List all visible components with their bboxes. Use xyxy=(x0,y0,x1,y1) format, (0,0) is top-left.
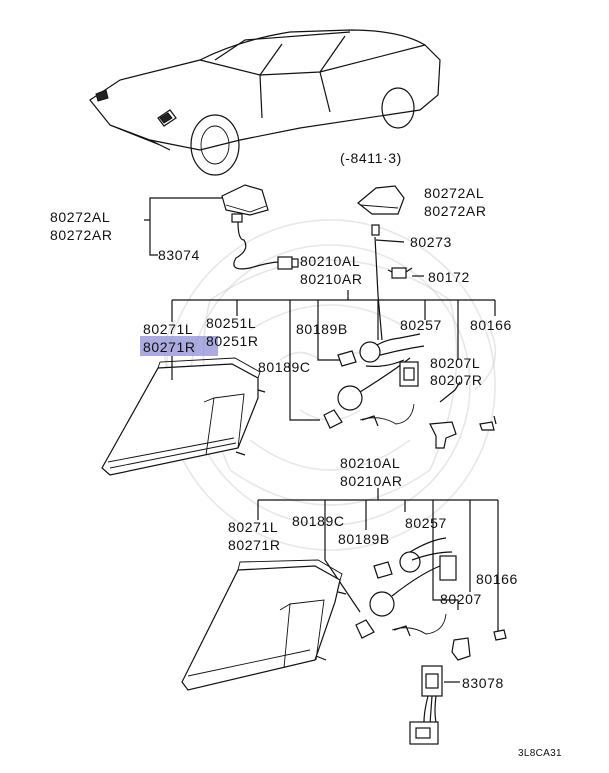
label-80189c-top[interactable]: 80189C xyxy=(258,359,311,375)
label-80207l[interactable]: 80207L xyxy=(430,355,480,371)
leader-lines-top xyxy=(144,197,496,421)
label-80271l-top[interactable]: 80271L xyxy=(143,321,193,337)
part-number-labels: 80272AL 80272AR 83074 80272AL 80272AR 80… xyxy=(50,185,518,691)
label-80273[interactable]: 80273 xyxy=(410,234,452,250)
label-80207r[interactable]: 80207R xyxy=(430,372,483,388)
label-83074[interactable]: 83074 xyxy=(158,247,200,263)
label-80189b-top[interactable]: 80189B xyxy=(296,321,348,337)
clip-80172 xyxy=(387,267,413,279)
side-marker-lamp-right xyxy=(357,185,405,236)
bracket-80207-lower xyxy=(451,629,507,661)
label-80207-bottom[interactable]: 80207 xyxy=(440,591,482,607)
harness-connector-83078 xyxy=(409,665,460,745)
label-80271r-bottom[interactable]: 80271R xyxy=(228,537,281,553)
side-marker-lamp-left xyxy=(221,184,269,223)
label-80251l[interactable]: 80251L xyxy=(206,315,256,331)
label-80210al-top[interactable]: 80210AL xyxy=(300,253,360,269)
label-80166-top[interactable]: 80166 xyxy=(470,317,512,333)
label-83078[interactable]: 83078 xyxy=(462,675,504,691)
label-80189b-bottom[interactable]: 80189B xyxy=(338,531,390,547)
label-80257-bottom[interactable]: 80257 xyxy=(405,515,447,531)
socket-harness-lower xyxy=(355,537,457,639)
highlight-80271r xyxy=(140,336,218,356)
label-80271r-top[interactable]: 80271R xyxy=(143,339,196,355)
label-80210ar-bottom[interactable]: 80210AR xyxy=(340,473,403,489)
label-80272al-left[interactable]: 80272AL xyxy=(50,209,110,225)
label-80172[interactable]: 80172 xyxy=(428,269,470,285)
watermark-crest xyxy=(163,219,497,551)
socket-harness-upper xyxy=(323,333,425,429)
label-80271l-bottom[interactable]: 80271L xyxy=(228,519,278,535)
label-80272al-right[interactable]: 80272AL xyxy=(424,185,484,201)
label-80257-top[interactable]: 80257 xyxy=(400,317,442,333)
label-80251r[interactable]: 80251R xyxy=(206,333,259,349)
bracket-80207-upper xyxy=(429,381,497,449)
figure-code: 3L8CA31 xyxy=(518,748,562,759)
marker-harness-83074 xyxy=(233,221,299,270)
label-80210al-bottom[interactable]: 80210AL xyxy=(340,455,400,471)
label-80272ar-left[interactable]: 80272AR xyxy=(50,227,113,243)
label-80189c-bottom[interactable]: 80189C xyxy=(292,513,345,529)
label-80210ar-top[interactable]: 80210AR xyxy=(300,271,363,287)
date-code: (-8411·3) xyxy=(340,150,402,166)
leader-lines-bottom xyxy=(257,488,499,632)
car-outline-illustration xyxy=(89,29,441,176)
label-80272ar-right[interactable]: 80272AR xyxy=(424,203,487,219)
front-combination-lamp-upper xyxy=(101,357,266,476)
label-80166-bottom[interactable]: 80166 xyxy=(476,571,518,587)
front-combination-lamp-lower xyxy=(181,559,347,691)
